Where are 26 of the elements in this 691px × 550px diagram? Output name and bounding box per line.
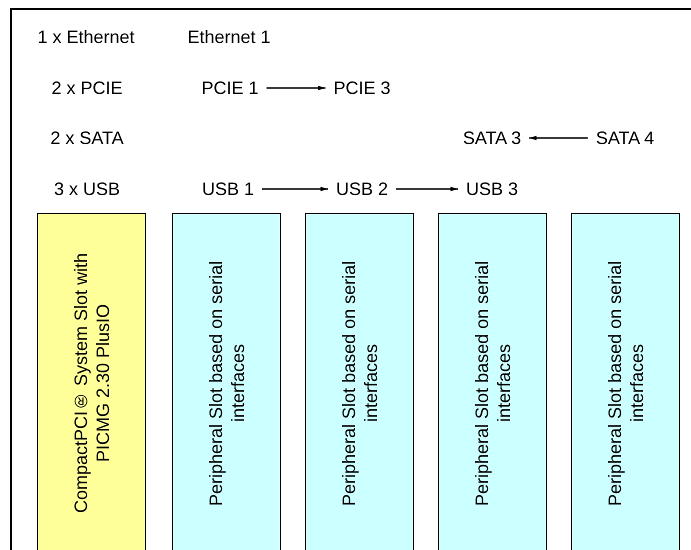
row-label: 2 x SATA — [50, 127, 124, 149]
port-label: USB 1 — [194, 178, 262, 200]
arrow — [529, 136, 588, 140]
slot-box — [571, 213, 680, 550]
arrow — [396, 186, 458, 192]
slot-label: CompactPCI® System Slot with PICMG 2.30 PlusIO — [70, 252, 114, 516]
arrow — [266, 86, 326, 90]
port-label: SATA 4 — [588, 127, 662, 149]
port-label: USB 3 — [458, 178, 526, 200]
port-label: SATA 3 — [454, 127, 530, 149]
port-label: PCIE 3 — [325, 77, 399, 99]
row-label: 3 x USB — [54, 178, 120, 200]
slot-label: Peripheral Slot based on serial interfaces — [604, 259, 648, 508]
row-label: Ethernet 1 — [187, 26, 271, 48]
slot-box — [37, 213, 146, 550]
arrow — [262, 186, 328, 192]
slot-label: Peripheral Slot based on serial interfaces — [470, 259, 514, 508]
slot-box — [172, 213, 281, 550]
slot-box — [305, 213, 414, 550]
slot-box — [438, 213, 547, 550]
port-label: USB 2 — [328, 178, 396, 200]
row-label: 2 x PCIE — [51, 77, 123, 99]
port-label: PCIE 1 — [193, 77, 267, 99]
slot-label: Peripheral Slot based on serial interfaces — [338, 259, 382, 508]
slot-label: Peripheral Slot based on serial interfaces — [204, 259, 248, 508]
row-label: 1 x Ethernet — [37, 26, 135, 48]
